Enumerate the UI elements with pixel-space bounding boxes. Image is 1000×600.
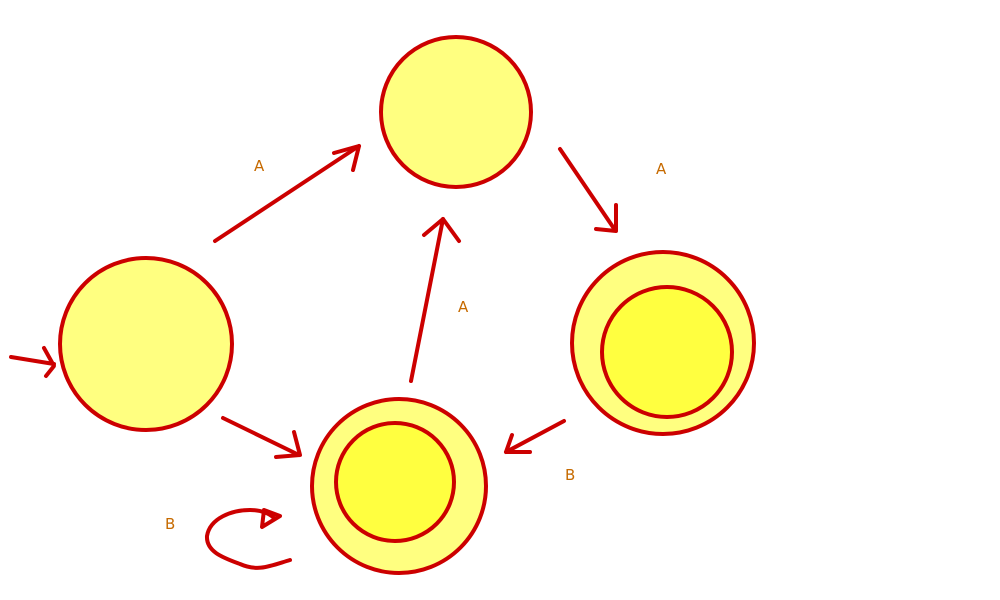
arrow-bottom-to-top-shaft (409, 217, 445, 383)
label-top-to-right: A (656, 160, 667, 178)
arrow-top-to-right (558, 147, 618, 233)
arrow-bottom-to-top-head (422, 217, 461, 243)
state-right-inner-circle (600, 285, 734, 419)
label-bottom-to-top: A (458, 298, 469, 316)
arrow-left-to-top-shaft (213, 144, 361, 243)
arrow-left-to-top (213, 144, 361, 243)
arrow-left-to-bottom-shaft (221, 416, 301, 457)
arrow-bottom-to-top (409, 217, 461, 383)
label-right-to-bottom: B (565, 466, 575, 484)
label-left-to-top: A (254, 157, 265, 175)
state-bottom-inner-circle (334, 421, 456, 543)
initial-arrow (9, 346, 56, 378)
self-loop-bottom (205, 508, 292, 570)
state-left (58, 256, 234, 432)
state-bottom (310, 397, 488, 575)
arrow-right-to-bottom (504, 419, 566, 454)
self-loop-bottom-curve (205, 508, 292, 570)
arrow-top-to-right-shaft (558, 147, 617, 232)
label-self-loop-bottom: B (165, 515, 175, 533)
initial-arrow-head (42, 346, 56, 378)
state-right (570, 250, 756, 436)
arrow-left-to-bottom (221, 416, 302, 459)
arrow-top-to-right-head (594, 203, 618, 233)
arrow-left-to-top-head (332, 144, 361, 172)
arrow-left-to-bottom-head (274, 430, 302, 459)
state-top (379, 35, 533, 189)
arrow-right-to-bottom-head (504, 433, 532, 454)
arrow-right-to-bottom-shaft (504, 419, 566, 454)
initial-arrow-shaft (9, 355, 56, 366)
state-left-circle (58, 256, 234, 432)
self-loop-bottom-head (260, 508, 282, 529)
state-top-circle (379, 35, 533, 189)
